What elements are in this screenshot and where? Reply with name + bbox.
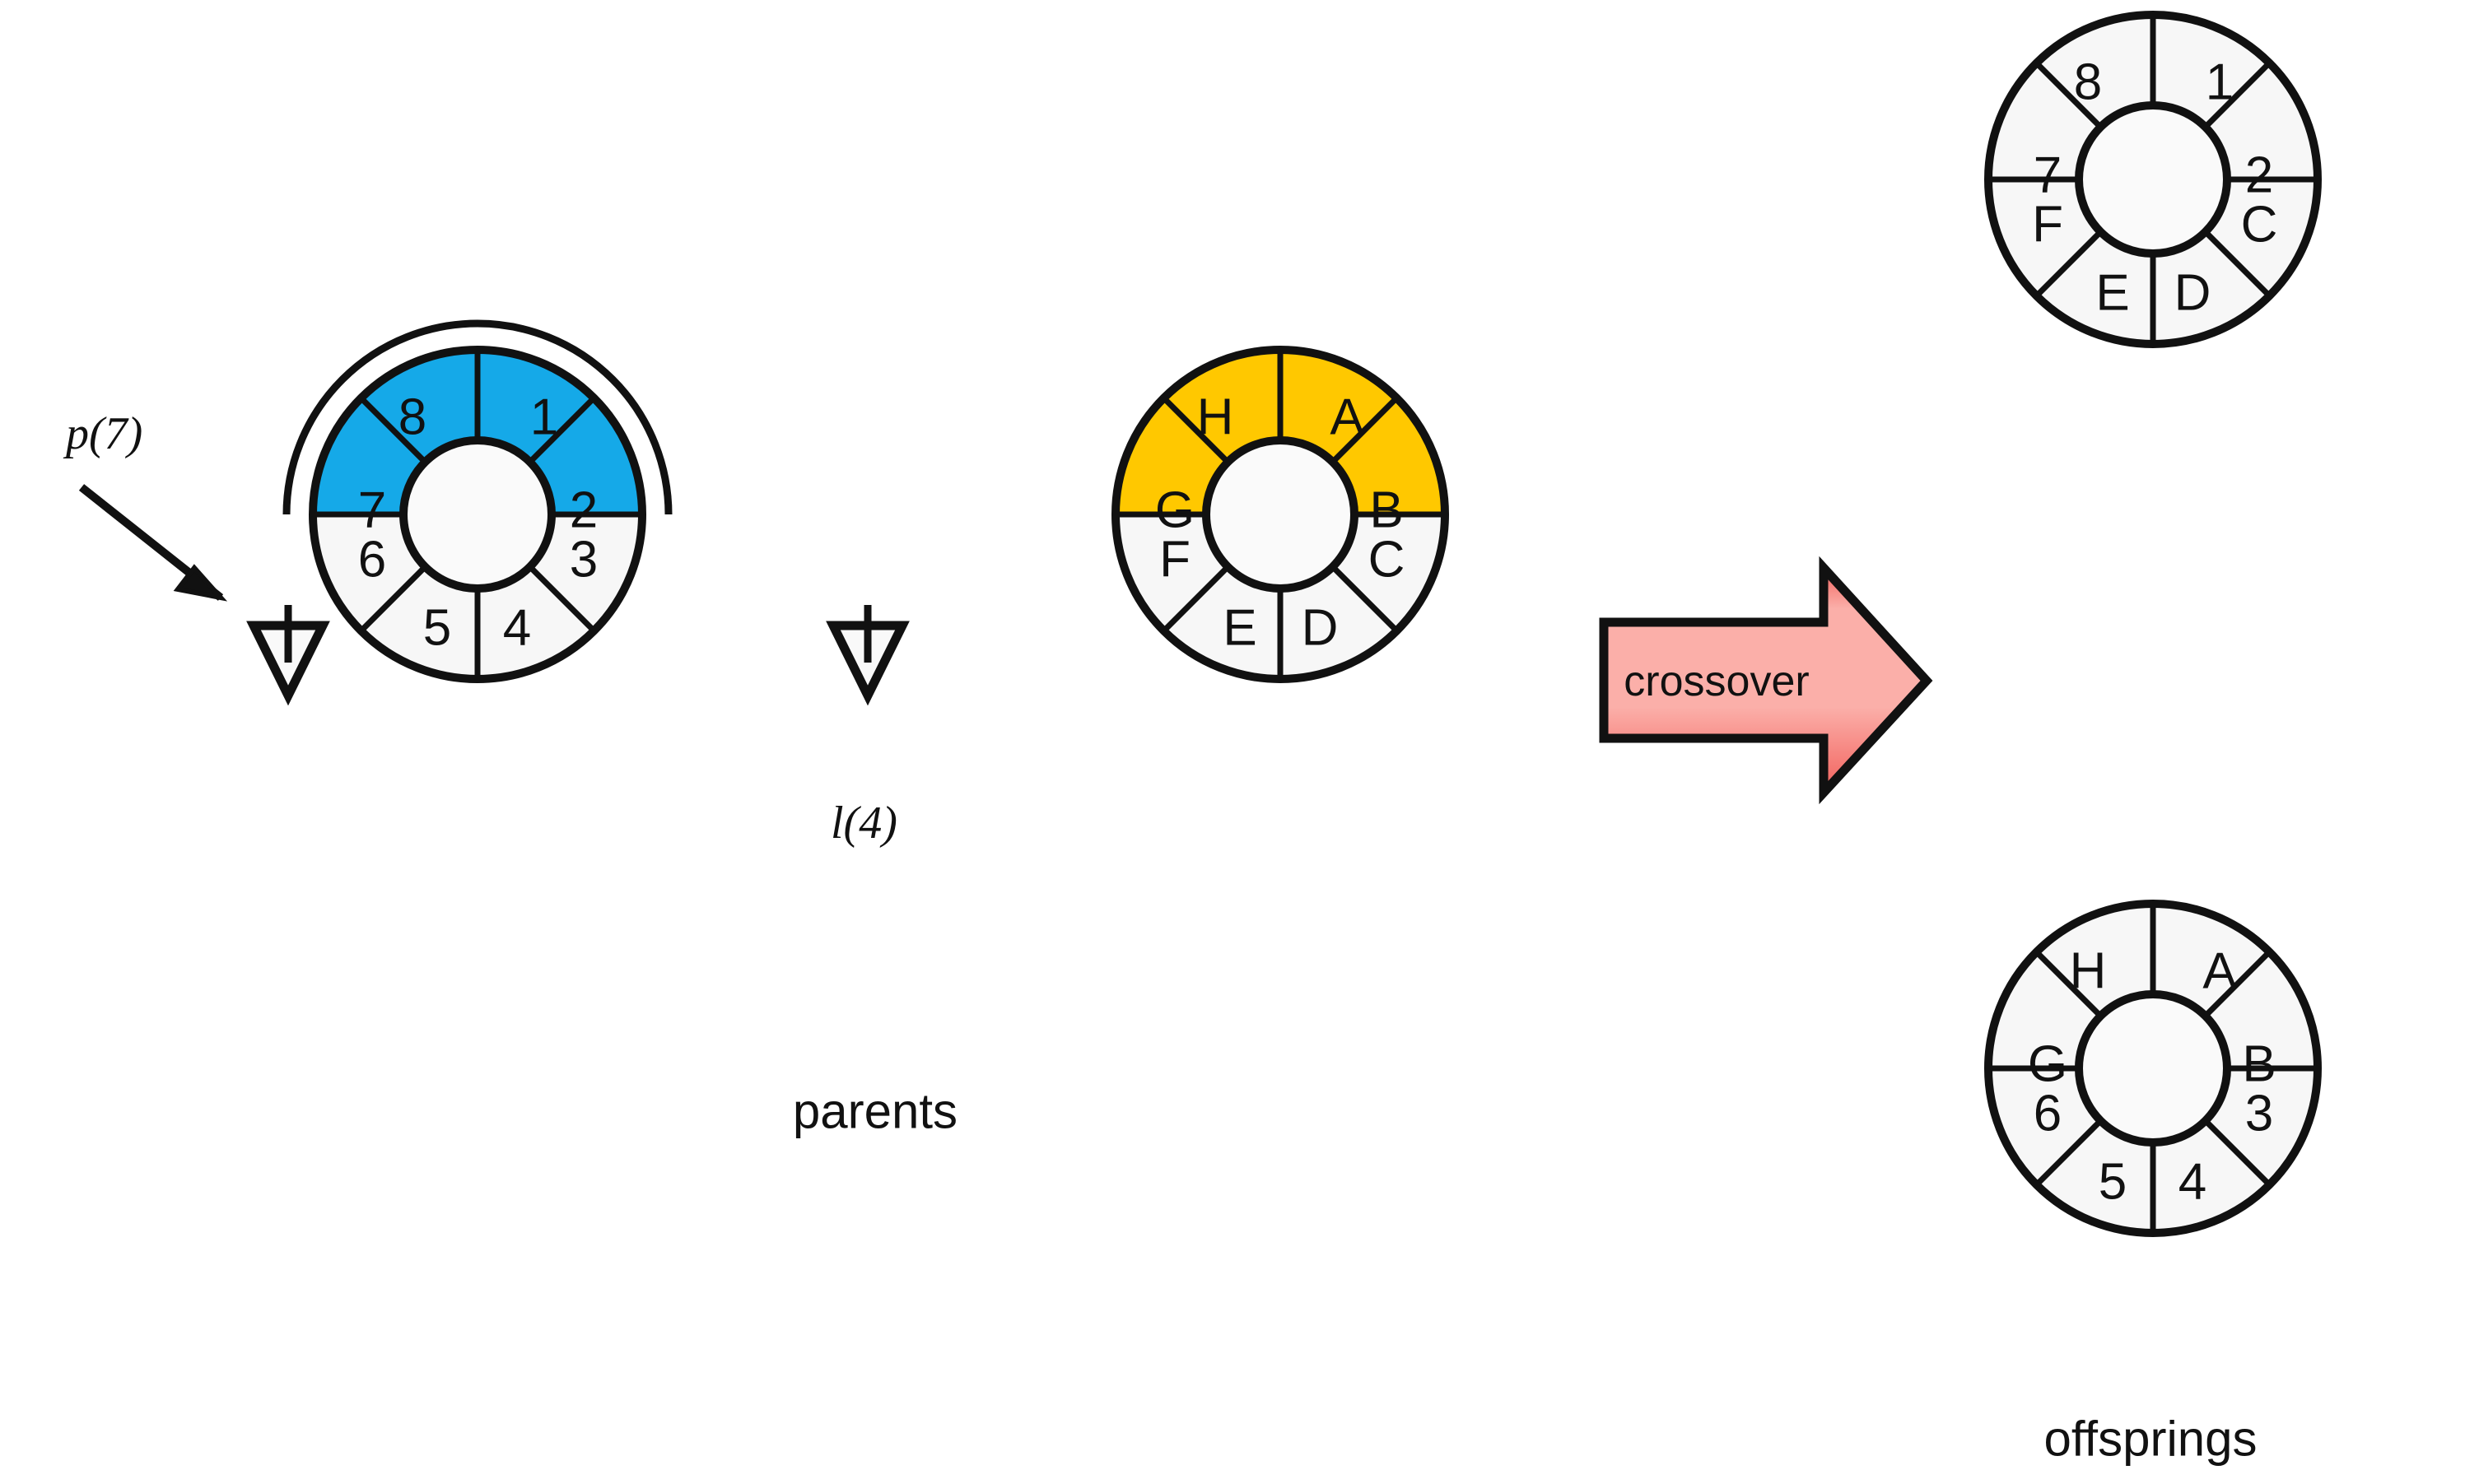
wheel-segment-label: 1: [2206, 54, 2234, 111]
wheel-hub: [399, 436, 556, 593]
wheel-segment-label: 5: [2099, 1154, 2127, 1211]
wheel-segment-label: A: [1330, 389, 1364, 446]
wheel-segment-label: 4: [2178, 1154, 2206, 1211]
wheel-segment-label: 4: [503, 600, 531, 657]
wheel-segment-label: E: [2095, 265, 2129, 322]
wheel-segment-label: D: [1302, 600, 1339, 657]
wheel-hub: [1202, 436, 1358, 593]
wheel-outer-ring: [1984, 900, 2322, 1237]
wheel-segment-label: F: [1159, 532, 1191, 588]
position-pointer-head: [173, 564, 228, 602]
wheel-segment-label: 2: [2245, 147, 2273, 204]
rotation-arc: [282, 319, 673, 515]
wheel-segment-label: D: [2174, 265, 2211, 322]
wheel-segment-label: 5: [423, 600, 451, 657]
wheel-segment-label: G: [2028, 1036, 2067, 1093]
wheel-segment-label: F: [2032, 197, 2063, 254]
position-annotation: p(7): [63, 408, 228, 602]
wheel-segment-label: 2: [570, 482, 598, 539]
wheel-segment-label: B: [1369, 482, 1403, 539]
wheel-outer-ring: [1111, 346, 1449, 683]
wheel-parent-1: 1 2 3 4 5 6 7 8: [246, 319, 910, 706]
wheel-offspring-1: 1 2 C D E F 7 8: [1984, 11, 2322, 348]
wheel-outer-ring: [1984, 11, 2322, 348]
wheel-segment-label: 3: [2245, 1086, 2273, 1142]
wheel-segment-label: G: [1155, 482, 1195, 539]
wheel-segment-label: 3: [570, 532, 598, 588]
wheel-segment-label: 7: [2034, 147, 2062, 204]
wheel-segment-label: C: [1368, 532, 1405, 588]
crossover-label: crossover: [1624, 658, 1809, 705]
parents-caption: parents: [793, 1084, 958, 1139]
wheel-hub: [2075, 101, 2231, 258]
wheel-segment-label: 1: [530, 389, 558, 446]
wheel-outer-ring: [309, 346, 646, 683]
wheel-segment-label: 6: [2034, 1086, 2062, 1142]
right-arrow-icon: [1599, 556, 1933, 805]
wheel-segment-label: A: [2202, 943, 2237, 1000]
wheel-segment-label: 8: [2074, 54, 2102, 111]
wheel-hub: [2075, 990, 2231, 1147]
wheel-segment-label: B: [2242, 1036, 2276, 1093]
wheel-segment-label: 8: [398, 389, 426, 446]
crossover-arrow[interactable]: crossover: [1599, 556, 1933, 805]
wheel-segment-label: H: [1197, 389, 1234, 446]
length-label: l(4): [831, 798, 897, 849]
position-label: p(7): [63, 408, 142, 459]
wheel-segment-label: C: [2241, 197, 2278, 254]
offsprings-caption: offsprings: [2043, 1412, 2257, 1467]
wheel-segment-label: E: [1223, 600, 1256, 657]
wheel-parent-2: A B C D E F G H: [1111, 346, 1449, 683]
wheel-segment-label: 6: [358, 532, 386, 588]
wheel-segment-label: 7: [358, 482, 386, 539]
wheel-segment-label: H: [2070, 943, 2107, 1000]
wheel-offspring-2: A B 3 4 5 6 G H: [1984, 900, 2322, 1237]
